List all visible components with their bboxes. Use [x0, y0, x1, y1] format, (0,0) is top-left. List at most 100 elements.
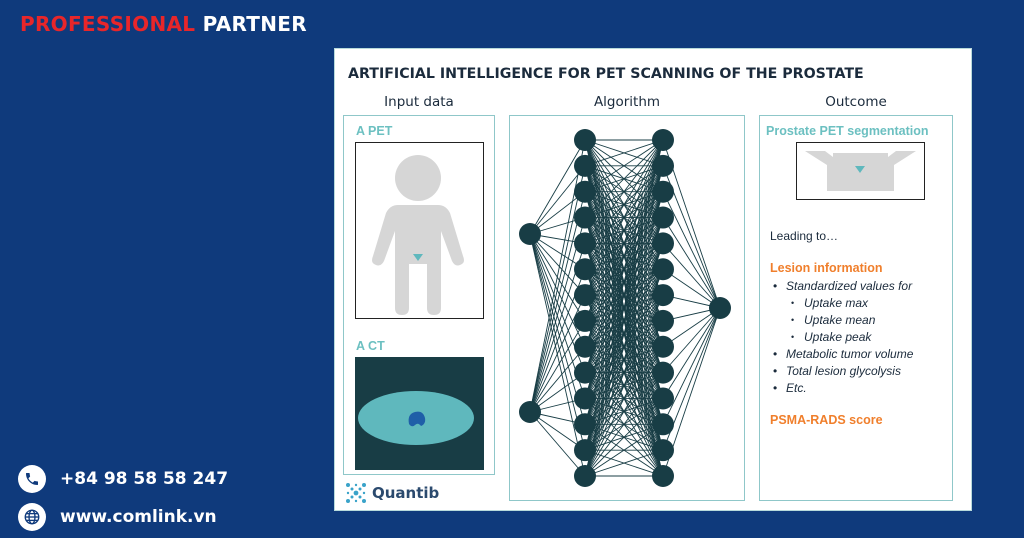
- network-connection: [529, 191, 586, 235]
- network-connection: [529, 233, 586, 477]
- network-connection: [584, 294, 664, 477]
- globe-icon: [18, 503, 46, 531]
- list-item: Etc.: [773, 381, 806, 395]
- hidden-node-layer-1: [574, 129, 596, 151]
- network-connection: [584, 139, 664, 193]
- quantib-logo: Quantib: [345, 482, 439, 504]
- network-connection: [662, 307, 721, 399]
- network-connection: [584, 191, 664, 477]
- leading-to-text: Leading to…: [770, 229, 839, 243]
- brand-word-professional: PROFESSIONAL: [20, 12, 196, 36]
- input-node: [519, 401, 541, 423]
- column-heading-algorithm: Algorithm: [593, 94, 661, 110]
- quantib-logo-text: Quantib: [372, 484, 440, 502]
- hidden-node-layer-2: [652, 361, 674, 384]
- network-connection: [529, 294, 586, 413]
- list-item: Metabolic tumor volume: [773, 347, 913, 361]
- network-connection: [662, 217, 721, 309]
- network-connection: [584, 165, 664, 477]
- input-node: [519, 223, 541, 245]
- column-heading-input: Input data: [384, 94, 454, 110]
- hidden-node-layer-2: [652, 258, 674, 281]
- hidden-node-layer-1: [574, 309, 596, 332]
- network-connection: [529, 139, 586, 413]
- network-connection: [584, 139, 664, 322]
- body-silhouette-icon: [372, 155, 464, 315]
- column-heading-outcome: Outcome: [825, 94, 887, 110]
- network-connection: [584, 320, 664, 477]
- list-item: Uptake peak: [791, 330, 871, 344]
- network-connection: [584, 269, 664, 477]
- pet-image: [355, 142, 484, 319]
- network-connection: [584, 139, 664, 373]
- hidden-node-layer-1: [574, 284, 596, 307]
- list-item: Total lesion glycolysis: [773, 364, 901, 378]
- hidden-node-layer-1: [574, 335, 596, 358]
- hidden-node-layer-1: [574, 206, 596, 229]
- network-connection: [529, 346, 586, 413]
- brand-word-partner: PARTNER: [202, 12, 307, 36]
- list-item: Uptake max: [791, 296, 868, 310]
- hidden-node-layer-2: [652, 309, 674, 332]
- network-connection: [529, 233, 586, 296]
- hidden-node-layer-1: [574, 465, 596, 487]
- network-connection: [584, 398, 664, 477]
- lesion-info-heading: Lesion information: [770, 261, 883, 275]
- network-connection: [662, 307, 721, 348]
- network-connection: [529, 191, 586, 413]
- segmentation-image: [796, 142, 925, 200]
- network-connection: [584, 372, 664, 477]
- ct-image: [355, 357, 484, 470]
- website-contact[interactable]: www.comlink.vn: [18, 503, 217, 531]
- infographic-title: ARTIFICIAL INTELLIGENCE FOR PET SCANNING…: [348, 66, 864, 82]
- psma-rads-score: PSMA-RADS score: [770, 413, 883, 427]
- network-connection: [529, 165, 586, 235]
- hidden-node-layer-2: [652, 284, 674, 307]
- network-connection: [584, 243, 664, 477]
- hidden-node-layer-2: [652, 335, 674, 358]
- network-connection: [584, 139, 664, 218]
- hidden-node-layer-1: [574, 387, 596, 410]
- hidden-node-layer-2: [652, 413, 674, 436]
- website-url: www.comlink.vn: [60, 507, 217, 527]
- hidden-node-layer-1: [574, 180, 596, 203]
- list-item: Uptake mean: [791, 313, 875, 327]
- algorithm-panel: [509, 115, 745, 501]
- hidden-node-layer-2: [652, 206, 674, 229]
- quantib-logo-icon: [346, 483, 366, 503]
- hidden-node-layer-1: [574, 413, 596, 436]
- brand-title: PROFESSIONAL PARTNER: [20, 12, 307, 36]
- network-connection: [584, 139, 664, 296]
- network-connection: [529, 372, 586, 413]
- network-connection: [529, 411, 586, 451]
- network-connection: [529, 139, 586, 235]
- network-connection: [529, 320, 586, 413]
- hidden-node-layer-1: [574, 232, 596, 255]
- network-connection: [584, 449, 664, 477]
- neural-network-diagram: [519, 129, 731, 487]
- hidden-node-layer-2: [652, 154, 674, 177]
- network-connection: [662, 307, 721, 425]
- network-connection: [584, 423, 664, 477]
- phone-contact[interactable]: +84 98 58 58 247: [18, 465, 228, 493]
- network-connection: [529, 217, 586, 413]
- hidden-node-layer-2: [652, 387, 674, 410]
- network-connection: [584, 139, 664, 167]
- network-connection: [584, 217, 664, 477]
- network-connection: [584, 139, 664, 399]
- network-connection: [584, 139, 664, 477]
- network-connection: [662, 268, 721, 309]
- network-connection: [529, 165, 586, 413]
- hidden-node-layer-2: [652, 180, 674, 203]
- network-connection: [529, 233, 586, 451]
- hidden-node-layer-2: [652, 465, 674, 487]
- list-item: Standardized values for: [773, 279, 912, 293]
- phone-number: +84 98 58 58 247: [60, 469, 229, 489]
- network-connection: [529, 411, 586, 477]
- hidden-node-layer-1: [574, 258, 596, 281]
- network-connection: [662, 191, 721, 309]
- pet-label: A PET: [356, 124, 393, 138]
- ct-label: A CT: [356, 339, 385, 353]
- hidden-node-layer-2: [652, 129, 674, 151]
- hidden-node-layer-1: [574, 154, 596, 177]
